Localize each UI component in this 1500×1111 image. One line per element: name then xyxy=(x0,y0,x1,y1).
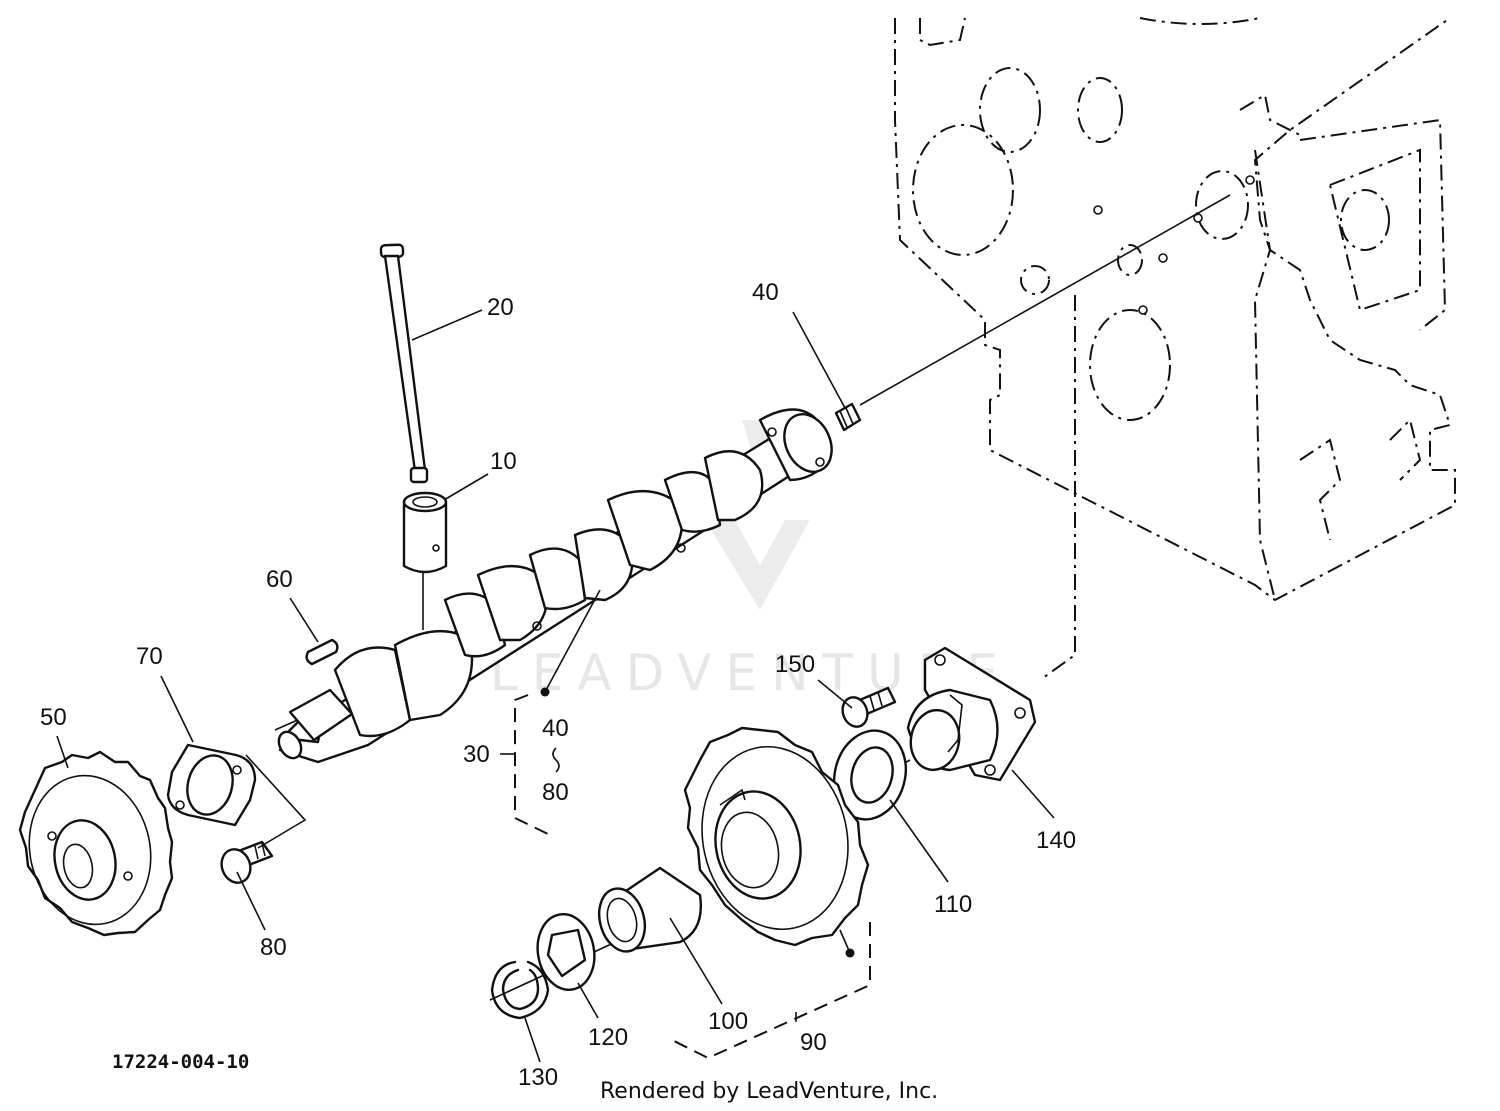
plug xyxy=(834,402,862,432)
thrust-washer xyxy=(833,729,907,821)
push-rod xyxy=(379,243,429,484)
leadventure-watermark: LEADVENTURE xyxy=(490,420,1012,702)
idler-cap-screw xyxy=(841,686,897,728)
cam-follower xyxy=(402,491,448,574)
callout-20: 20 xyxy=(487,294,514,321)
cap-screw xyxy=(220,840,274,884)
callouts: 20 10 40 60 70 50 80 30 40 80 150 140 11… xyxy=(40,279,1076,1091)
callout-range-to: 80 xyxy=(542,779,569,806)
callout-40: 40 xyxy=(752,279,779,306)
woodruff-key xyxy=(305,638,339,666)
callout-50: 50 xyxy=(40,704,67,731)
idler-gear xyxy=(683,726,870,947)
callout-60: 60 xyxy=(266,566,293,593)
callout-120: 120 xyxy=(588,1024,628,1051)
camshaft-assembly-bracket xyxy=(500,589,601,837)
idler-assembly-bracket xyxy=(667,922,871,1060)
engine-block-outline xyxy=(894,17,1456,681)
callout-70: 70 xyxy=(136,643,163,670)
callout-10: 10 xyxy=(490,448,517,475)
callout-110: 110 xyxy=(934,891,972,918)
render-credit: Rendered by LeadVenture, Inc. xyxy=(600,1079,938,1104)
callout-140: 140 xyxy=(1036,827,1076,854)
camshaft-gear xyxy=(18,750,174,937)
spacer-washer xyxy=(536,913,596,991)
camshaft xyxy=(277,408,833,764)
callout-90: 90 xyxy=(800,1029,827,1056)
callout-80: 80 xyxy=(260,934,287,961)
callout-range-from: 40 xyxy=(542,715,569,742)
callout-130: 130 xyxy=(518,1064,558,1091)
idler-shaft xyxy=(906,646,1037,782)
leader-lines xyxy=(56,309,1055,1063)
thrust-plate xyxy=(166,743,257,827)
callout-30: 30 xyxy=(463,741,490,768)
drawing-number: 17224-004-10 xyxy=(112,1051,249,1073)
callout-150: 150 xyxy=(775,651,815,678)
snap-ring xyxy=(490,960,550,1020)
watermark-text: LEADVENTURE xyxy=(490,644,1012,702)
callout-100: 100 xyxy=(708,1008,748,1035)
